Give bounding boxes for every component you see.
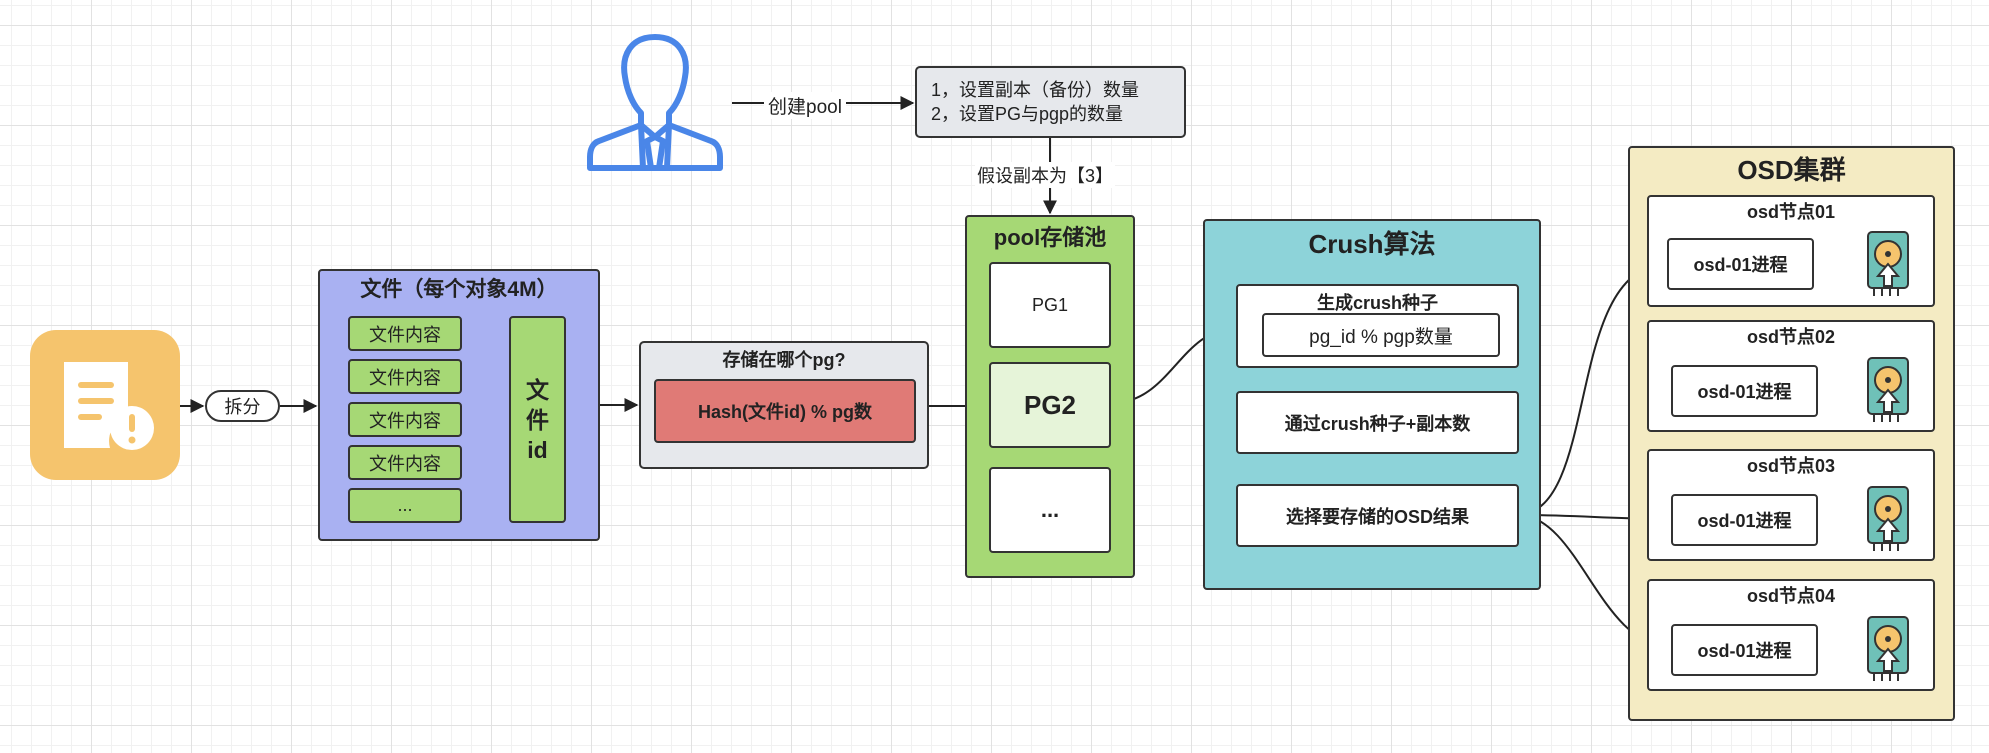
osd-node-2-process: osd-01进程 — [1671, 365, 1818, 417]
replica-note: 假设副本为【3】 — [975, 162, 1116, 188]
pool-config-line-2: 2，设置PG与pgp的数量 — [931, 104, 1124, 124]
pg-hash-formula: Hash(文件id) % pg数 — [654, 379, 916, 443]
user-icon — [587, 34, 723, 171]
crush-title: Crush算法 — [1308, 229, 1436, 259]
disk-icon — [1867, 486, 1909, 551]
file-id-char-2: 件 — [526, 406, 549, 433]
pool-title: pool存储池 — [993, 225, 1107, 250]
file-chunk-3: 文件内容 — [348, 402, 462, 437]
file-chunk-4: 文件内容 — [348, 445, 462, 480]
osd-node-4-process: osd-01进程 — [1671, 624, 1818, 676]
osd-node-4-title: osd节点04 — [1746, 586, 1836, 606]
osd-node-3-process: osd-01进程 — [1671, 494, 1818, 546]
osd-node-1-process: osd-01进程 — [1667, 238, 1814, 290]
osd-node-2-title: osd节点02 — [1746, 327, 1836, 347]
pool-pg2: PG2 — [989, 362, 1111, 448]
file-chunk-2: 文件内容 — [348, 359, 462, 394]
file-group-title: 文件（每个对象4M） — [360, 278, 558, 301]
crush-step-result: 选择要存储的OSD结果 — [1236, 484, 1519, 547]
pool-config-line-1: 1，设置副本（备份）数量 — [931, 80, 1140, 100]
disk-icon — [1867, 231, 1909, 296]
pg-select-title: 存储在哪个pg? — [722, 350, 846, 370]
osd-node-1-title: osd节点01 — [1746, 202, 1836, 222]
file-id-char-1: 文 — [526, 376, 549, 403]
crush-seed-formula: pg_id % pgp数量 — [1262, 313, 1500, 357]
crush-seed-title: 生成crush种子 — [1316, 293, 1439, 313]
file-alert-icon — [30, 330, 180, 480]
osd-cluster-title: OSD集群 — [1737, 155, 1846, 185]
split-label: 拆分 — [205, 390, 280, 422]
crush-step-replicas: 通过crush种子+副本数 — [1236, 391, 1519, 454]
file-id-char-3: id — [527, 436, 548, 463]
disk-icon — [1867, 616, 1909, 681]
pool-pg1: PG1 — [989, 262, 1111, 348]
osd-node-3-title: osd节点03 — [1746, 456, 1836, 476]
file-chunk-1: 文件内容 — [348, 316, 462, 351]
file-id-box: 文 件 id — [509, 316, 566, 523]
file-chunk-more: ... — [348, 488, 462, 523]
create-pool-label: 创建pool — [764, 92, 846, 119]
pool-more: ... — [989, 467, 1111, 553]
pool-config-box: 1，设置副本（备份）数量 2，设置PG与pgp的数量 — [915, 66, 1186, 138]
disk-icon — [1867, 357, 1909, 422]
